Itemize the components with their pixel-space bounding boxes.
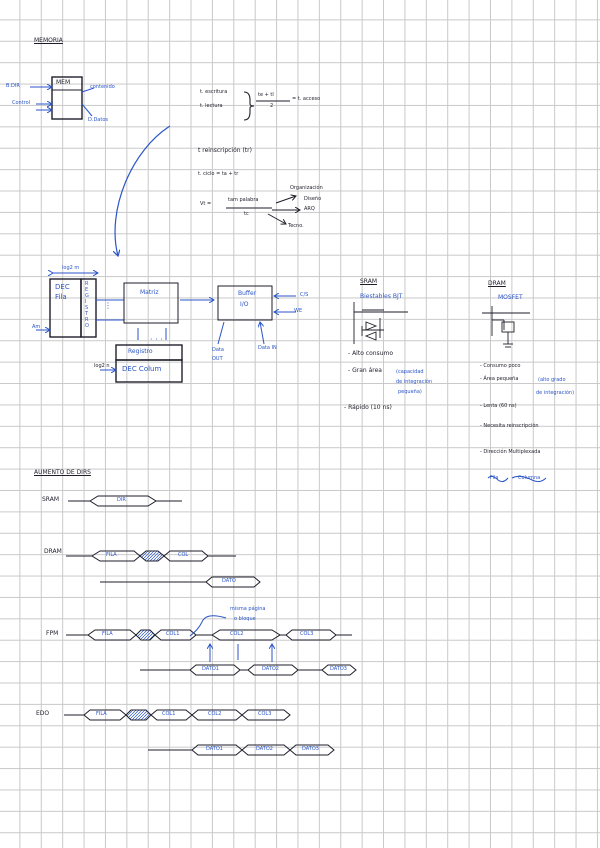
sram-area-note-3: pequeña) bbox=[398, 389, 422, 395]
data-in-label: Data IN bbox=[258, 345, 277, 351]
contenido-label: contenido bbox=[90, 84, 115, 90]
t-acceso: = t. acceso bbox=[292, 96, 321, 102]
dec-colum-label: DEC Colum bbox=[122, 365, 162, 373]
dram-item-4: - Necesita reinscripción bbox=[480, 423, 539, 429]
t-reinscripcion: t reinscripción (tr) bbox=[198, 147, 252, 154]
matriz-label: Matriz bbox=[140, 289, 159, 296]
dram-fila-label: Fila bbox=[490, 475, 499, 481]
sram-item-2: - Gran área bbox=[348, 367, 382, 374]
cs-label: C/S bbox=[300, 292, 309, 298]
dram-item-5: - Dirección Multiplexada bbox=[480, 449, 541, 455]
sram-area-note-2: de integración bbox=[396, 379, 433, 385]
timing-diagrams bbox=[64, 495, 357, 756]
edo-fila-box: FILA bbox=[96, 711, 107, 717]
fpm-dato2-box: DATO2 bbox=[262, 666, 279, 672]
edo-dato1-box: DATO1 bbox=[206, 746, 223, 752]
edo-col2-box: COL2 bbox=[208, 711, 222, 717]
dram-area-note-1: (alto grado bbox=[538, 377, 566, 383]
edo-timing-label: EDO bbox=[36, 710, 50, 717]
fpm-fila-box: FILA bbox=[102, 631, 113, 637]
sram-item-1: - Alto consumo bbox=[348, 350, 393, 357]
registro-vertical: R E G I S T R O bbox=[85, 281, 89, 329]
dec-fila-label-1: DEC bbox=[55, 283, 70, 291]
dram-subtitle: MOSFET bbox=[498, 294, 523, 301]
svg-text:· · ·: · · · bbox=[150, 335, 163, 344]
arq-label: ARQ bbox=[304, 206, 315, 212]
diseno-label: Diseño bbox=[304, 196, 322, 202]
data-out-label-1: Data bbox=[212, 347, 224, 353]
dram-item-2: - Área pequeña bbox=[480, 376, 519, 382]
dram-timing-label: DRAM bbox=[44, 548, 62, 555]
dram-dato-box: DATO bbox=[222, 578, 236, 584]
bdir-label: B.DIR bbox=[6, 83, 20, 89]
fpm-col1-box: COL1 bbox=[166, 631, 180, 637]
edo-col1-box: COL1 bbox=[162, 711, 176, 717]
dram-fila-box: FILA bbox=[106, 552, 117, 558]
sram-area-note-1: (capacidad bbox=[396, 369, 424, 375]
dram-item-3: - Lenta (60 ns) bbox=[480, 403, 517, 409]
organizacion-label: Organización bbox=[290, 185, 323, 191]
edo-dato2-box: DATO2 bbox=[256, 746, 273, 752]
t-escritura: t. escritura bbox=[200, 89, 228, 95]
edo-dato3-box: DATO3 bbox=[302, 746, 319, 752]
dram-col-box: COL bbox=[178, 552, 189, 558]
memory-organisation-drawing: ⋮ · · · bbox=[36, 273, 296, 383]
control-label: Control bbox=[12, 100, 31, 106]
sram-title: SRAM bbox=[360, 278, 378, 285]
dec-fila-label-2: Fila bbox=[55, 293, 67, 301]
buffer-label-2: I/O bbox=[240, 301, 249, 308]
we-label: WE bbox=[294, 308, 303, 314]
vt-denominator: tc bbox=[244, 211, 249, 217]
data-out-label-2: OUT bbox=[212, 356, 223, 362]
vt-numerator: tam palabra bbox=[228, 197, 259, 203]
fpm-note-1: misma página bbox=[230, 606, 266, 612]
dram-item-1: - Consumo poco bbox=[480, 363, 521, 369]
t-lectura: t. lectura bbox=[200, 103, 223, 109]
tecno-label: Tecno. bbox=[288, 223, 304, 229]
dram-title: DRAM bbox=[488, 280, 506, 287]
sram-cell-drawing bbox=[353, 302, 408, 344]
dram-columna-label: Columna bbox=[518, 475, 541, 481]
t-ciclo: t. ciclo = ta + tr bbox=[198, 171, 239, 177]
aumento-title: AUMENTO DE DIRS bbox=[34, 469, 91, 476]
dram-cell-drawing bbox=[482, 306, 530, 348]
am-label: Am bbox=[32, 324, 41, 330]
fpm-timing-label: FPM bbox=[46, 630, 59, 637]
sram-item-3: - Rápido (10 ns) bbox=[344, 404, 392, 411]
svg-text:⋮: ⋮ bbox=[104, 301, 112, 310]
edo-col3-box: COL3 bbox=[258, 711, 272, 717]
formula-numerator: te + tl bbox=[258, 92, 274, 98]
vt-label: Vt = bbox=[200, 201, 212, 207]
formula-denominator: 2 bbox=[270, 103, 274, 109]
fpm-note-2: o bloque bbox=[234, 616, 256, 622]
fpm-col3-box: COL3 bbox=[300, 631, 314, 637]
buffer-label-1: Buffer bbox=[238, 290, 257, 297]
ddatos-label: D.Datos bbox=[88, 117, 108, 123]
fpm-col2-box: COL2 bbox=[230, 631, 244, 637]
sram-dir-label: DIR bbox=[117, 497, 126, 503]
sram-subtitle: Biestables BJT bbox=[360, 293, 403, 300]
memoria-title: MEMORIA bbox=[34, 37, 63, 44]
log2m-label: log2 m bbox=[62, 265, 80, 271]
log2n-label: log2 n bbox=[94, 363, 110, 369]
fpm-dato3-box: DATO3 bbox=[330, 666, 347, 672]
registro-label: Registro bbox=[128, 348, 153, 355]
mem-block-drawing bbox=[30, 76, 95, 120]
mem-label: MEM bbox=[56, 79, 71, 86]
dram-area-note-2: de integración) bbox=[536, 390, 575, 396]
fpm-dato1-box: DATO1 bbox=[202, 666, 219, 672]
sram-timing-label: SRAM bbox=[42, 496, 60, 503]
